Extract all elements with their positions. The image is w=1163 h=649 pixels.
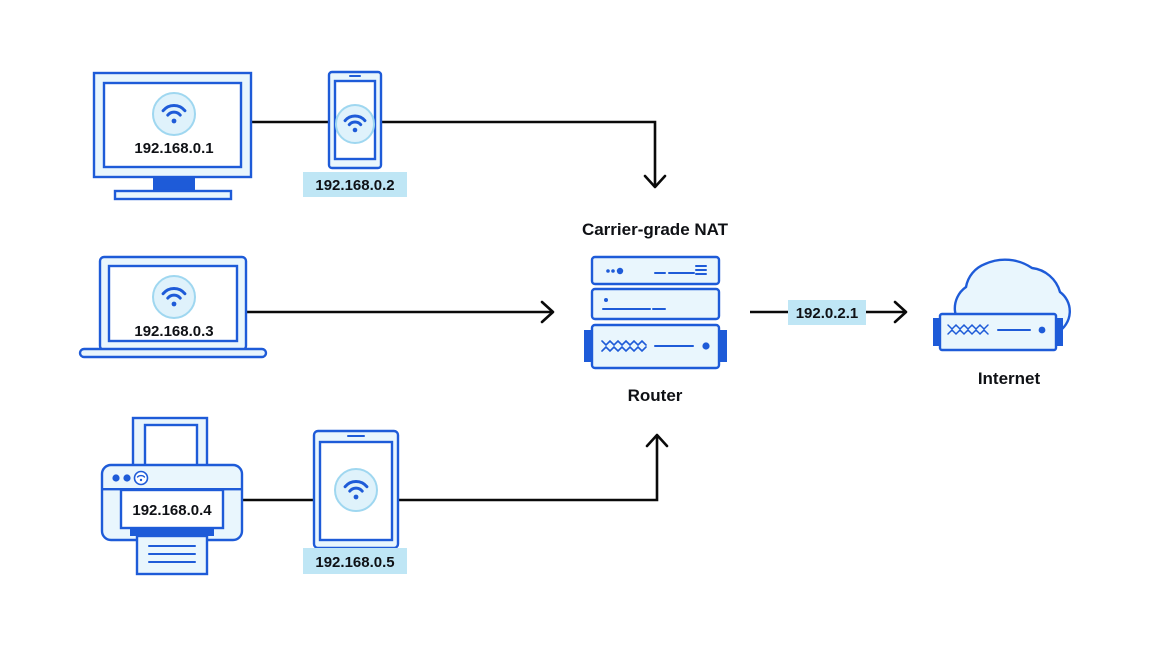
- desktop-ip-label: 192.168.0.1: [134, 140, 213, 157]
- nat-title: Carrier-grade NAT: [582, 220, 729, 239]
- wifi-icon: [152, 92, 196, 136]
- smartphone: 192.168.0.2: [303, 70, 407, 197]
- phone-ip-label: 192.168.0.2: [315, 177, 394, 194]
- laptop: 192.168.0.3: [78, 255, 268, 359]
- public-ip-chip: [788, 300, 866, 325]
- connection-router-to-internet: [750, 300, 908, 324]
- tablet: 192.168.0.5: [303, 429, 407, 574]
- phone-ip-chip: [303, 172, 407, 197]
- wifi-icon: [335, 104, 375, 144]
- router-label: Router: [628, 386, 683, 405]
- connection-desktop-to-router: [250, 120, 667, 189]
- tablet-ip-label: 192.168.0.5: [315, 554, 394, 571]
- wifi-icon: [334, 468, 378, 512]
- connection-printer-to-router: [241, 433, 669, 502]
- connection-laptop-to-router: [246, 300, 555, 324]
- internet-cloud: [933, 258, 1071, 352]
- router-stack: [584, 255, 727, 370]
- wifi-icon: [152, 275, 196, 319]
- laptop-ip-label: 192.168.0.3: [134, 323, 213, 340]
- printer-ip-label: 192.168.0.4: [132, 502, 212, 519]
- printer: 192.168.0.4: [100, 416, 244, 576]
- wifi-icon: [133, 470, 149, 486]
- desktop-computer: 192.168.0.1: [92, 71, 253, 201]
- internet-label: Internet: [978, 369, 1041, 388]
- tablet-ip-chip: [303, 548, 407, 574]
- public-ip-label: 192.0.2.1: [796, 305, 859, 322]
